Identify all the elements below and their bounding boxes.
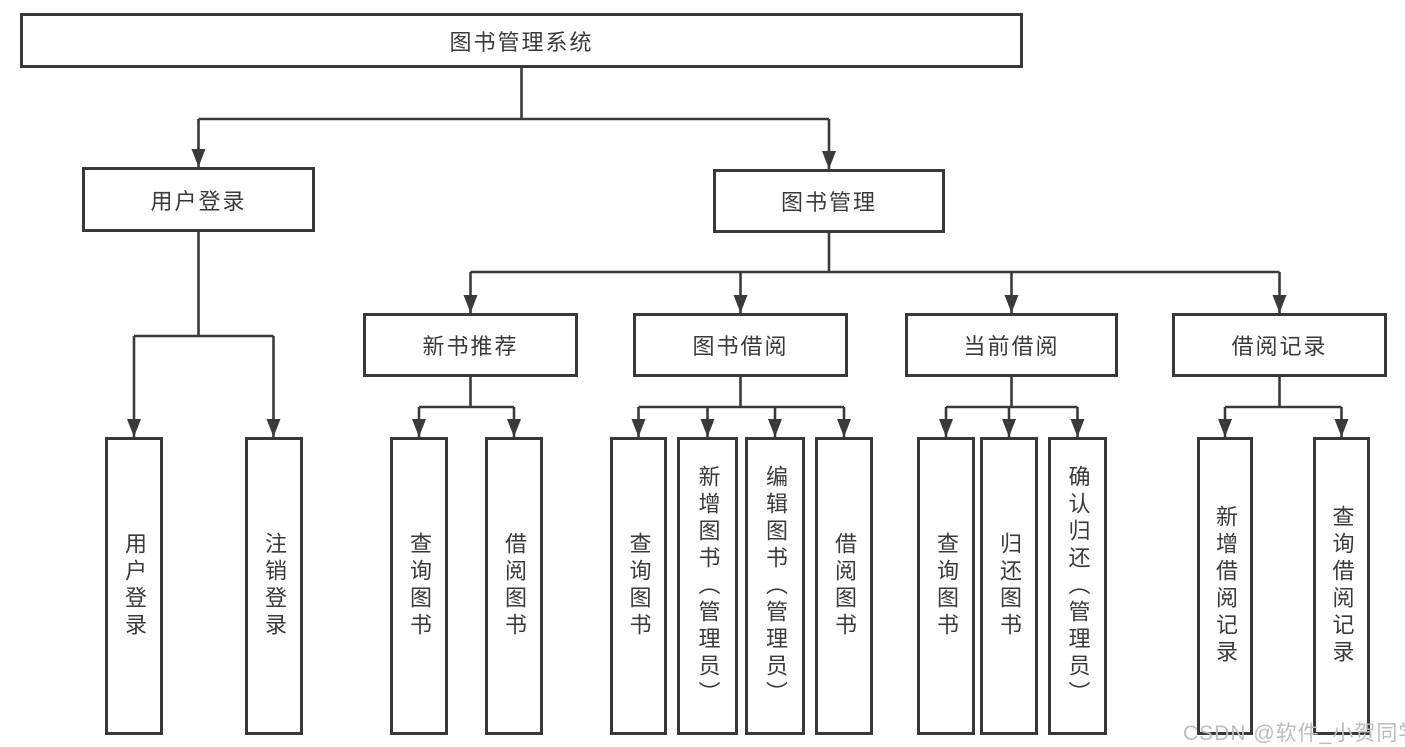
leaf-label: 查询图书 — [934, 532, 959, 640]
leaf-label: 查询图书 — [407, 532, 432, 640]
csdn-watermark: CSDN @软件_小贺同学 — [1183, 722, 1405, 745]
arrow-drops — [127, 119, 1349, 437]
tree-trunk-lines — [134, 68, 1342, 409]
node-borrow-records: 借阅记录 — [1172, 313, 1387, 377]
leaf-query-books-current: 查询图书 — [917, 437, 975, 735]
node-book-management: 图书管理 — [713, 169, 945, 233]
leaf-label: 归还图书 — [997, 532, 1022, 640]
leaf-label: 新增借阅记录 — [1213, 505, 1238, 667]
node-system-root: 图书管理系统 — [20, 13, 1023, 68]
leaf-logout: 注销登录 — [245, 437, 303, 735]
leaf-confirm-return-admin: 确认归还（管理员） — [1048, 437, 1107, 735]
leaf-query-books-recommend: 查询图书 — [390, 437, 448, 735]
node-current-borrow: 当前借阅 — [905, 313, 1118, 377]
leaf-query-books-borrow: 查询图书 — [610, 437, 667, 735]
node-user-login: 用户登录 — [82, 167, 315, 232]
leaf-label: 确认归还（管理员） — [1065, 464, 1091, 708]
leaf-label: 注销登录 — [262, 532, 287, 640]
leaf-label: 新增图书（管理员） — [695, 464, 721, 708]
node-new-book-recommend: 新书推荐 — [363, 313, 578, 377]
leaf-add-books-admin: 新增图书（管理员） — [677, 437, 738, 735]
leaf-add-borrow-record: 新增借阅记录 — [1197, 437, 1253, 735]
leaf-label: 查询图书 — [626, 532, 652, 640]
leaf-borrow-books-recommend: 借阅图书 — [485, 437, 543, 735]
leaf-query-borrow-record: 查询借阅记录 — [1313, 437, 1370, 735]
leaf-borrow-books: 借阅图书 — [815, 437, 873, 735]
leaf-return-books: 归还图书 — [980, 437, 1038, 735]
leaf-label: 借阅图书 — [502, 532, 527, 640]
leaf-label: 借阅图书 — [832, 532, 857, 640]
node-book-borrow: 图书借阅 — [633, 313, 848, 377]
leaf-user-login: 用户登录 — [105, 437, 163, 735]
leaf-label: 用户登录 — [122, 532, 147, 640]
leaf-label: 编辑图书（管理员） — [763, 464, 788, 708]
leaf-label: 查询借阅记录 — [1329, 505, 1355, 667]
leaf-edit-books-admin: 编辑图书（管理员） — [745, 437, 805, 735]
